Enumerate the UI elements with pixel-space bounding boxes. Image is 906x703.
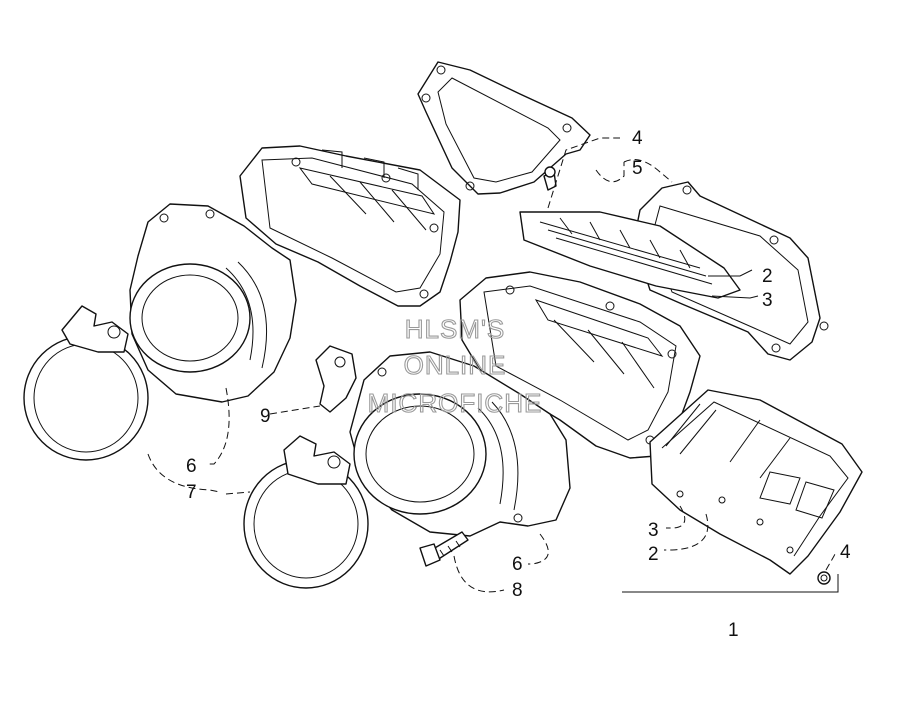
watermark-line-1: HLSM'S <box>405 314 506 344</box>
upper-reed-gasket <box>417 61 591 195</box>
callout-2-lower: 2 <box>648 544 659 565</box>
watermark-line-2: ONLINE <box>404 350 507 380</box>
left-intake-boot <box>129 203 297 403</box>
bolt-part-8 <box>419 531 469 567</box>
right-intake-boot <box>349 351 571 537</box>
screw-part-4-upper <box>543 166 557 191</box>
left-hose-clamp <box>23 305 149 461</box>
upper-reed-block <box>239 145 461 307</box>
callout-3-upper: 3 <box>762 290 773 311</box>
bracket-part-9 <box>315 345 357 413</box>
callout-4-upper: 4 <box>632 128 643 149</box>
callout-5: 5 <box>632 158 643 179</box>
callout-2-upper: 2 <box>762 266 773 287</box>
callout-labels: 4 5 2 3 9 6 7 6 8 3 2 4 1 <box>186 128 851 641</box>
callout-6-right: 6 <box>512 554 523 575</box>
screw-part-4-lower <box>817 571 831 585</box>
lower-reed-petals <box>649 389 863 575</box>
callout-6-left: 6 <box>186 456 197 477</box>
callout-3-lower: 3 <box>648 520 659 541</box>
watermark-line-3: MICROFICHE <box>368 388 543 418</box>
right-hose-clamp <box>243 435 369 589</box>
callout-9: 9 <box>260 406 271 427</box>
upper-reed-petals <box>519 211 741 299</box>
callout-4-lower: 4 <box>840 542 851 563</box>
callout-1: 1 <box>728 620 739 641</box>
watermark: HLSM'S ONLINE MICROFICHE <box>367 313 543 418</box>
callout-7: 7 <box>186 482 197 503</box>
callout-8: 8 <box>512 580 523 601</box>
leader-lines <box>147 137 839 593</box>
